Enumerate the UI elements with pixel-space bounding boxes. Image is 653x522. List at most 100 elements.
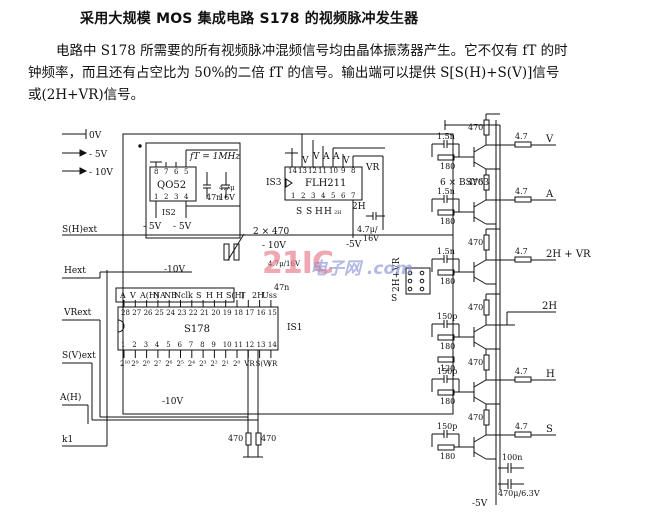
series-resistor-label: 4.7: [515, 132, 528, 141]
transistor-emitter: [473, 341, 487, 350]
is3-top-label: A: [322, 152, 330, 162]
is3-pin: 11: [318, 167, 327, 175]
output-supply: -5V: [472, 499, 488, 509]
is1-pin-bottom: 7: [189, 341, 193, 349]
is1-bottom-label: 2⁵: [177, 360, 184, 368]
output-label: A: [545, 189, 554, 200]
is1-pin-top: 26: [144, 309, 153, 317]
collector-resistor-label: 470: [468, 178, 483, 187]
is1-top-label: A: [119, 291, 126, 300]
is2-supply-right: - 5V: [173, 222, 192, 232]
is1-cap-b: 47n: [274, 283, 289, 292]
input-sv-ext: S(V)ext: [62, 350, 96, 361]
is3-top-label: V: [312, 152, 320, 162]
is3-pin: 13: [298, 167, 307, 175]
is1-pin-bottom: 10: [223, 341, 232, 349]
is1-pin-bottom: 5: [166, 341, 170, 349]
is2-cap2-voltage: 16V: [219, 193, 235, 202]
base-resistor: [437, 444, 455, 451]
transistor-collector: [473, 324, 487, 333]
is3-supply: -5V: [346, 240, 362, 250]
transistor-collector: [473, 379, 487, 388]
switch-label-top: 2H+VR: [392, 257, 402, 292]
is1-pin-top: 25: [155, 309, 164, 317]
is1-pin-top: 16: [257, 309, 266, 317]
board-frame: [122, 133, 454, 415]
transistor-collector: [473, 199, 487, 208]
is1-pin-bottom: 9: [211, 341, 215, 349]
collector-resistor-label: 470: [468, 303, 483, 312]
is1-label: IS1: [287, 323, 302, 333]
cap-100n: 100n: [502, 453, 522, 462]
collector-resistor: [483, 234, 490, 251]
is3-pin: 7: [351, 192, 355, 200]
is1-bottom-label: 2¹: [222, 360, 229, 368]
is3-pin: 8: [351, 167, 355, 175]
is1-pin-top: 23: [178, 309, 187, 317]
is3-pin: 5: [331, 192, 335, 200]
base-resistor: [437, 334, 455, 341]
is1-pin-bottom: 13: [257, 341, 266, 349]
transistor-type: 6 × BSY63: [440, 178, 489, 188]
supply-legend: 0V - 5V - 10V: [62, 129, 113, 178]
is3-pin: 2: [301, 192, 305, 200]
is2-supply-left: - 5V: [143, 222, 162, 232]
is1-bottom-label: S(V): [256, 360, 272, 368]
base-resistor: [437, 389, 455, 396]
extra-resistor-label: 120: [440, 364, 455, 373]
collector-resistor-label: 470: [468, 123, 483, 132]
is1-bottom-label: 2⁷: [154, 360, 161, 368]
base-cap-label: 1.5n: [437, 247, 455, 256]
is1-pin-top: 24: [166, 309, 175, 317]
is2-pin: 4: [184, 193, 189, 201]
input-signals: S(H)ext Hext VRext S(V)ext A(H) k1: [59, 224, 453, 447]
is1-pin-bottom: 8: [200, 341, 204, 349]
description: 电路中 S178 所需要的所有视频脉冲混频信号均由晶体振荡器产生。它不仅有 fT…: [28, 40, 628, 106]
base-cap-label: 1.5n: [437, 187, 455, 196]
is1-pin-bottom: 2: [132, 341, 136, 349]
is1-top-label: A(H): [139, 291, 159, 300]
legend-minus10v: - 10V: [89, 168, 113, 178]
output-label: S: [546, 424, 553, 435]
is1-pin-top: 27: [132, 309, 141, 317]
base-cap-label: 1.5n: [437, 132, 455, 141]
is3-bottom-label: S: [296, 207, 302, 217]
is2-pin: 2: [164, 193, 168, 201]
is1-top-label: Nclk: [174, 291, 193, 300]
is1-pin-top: 28: [121, 309, 130, 317]
is3-pin: 1: [291, 192, 295, 200]
base-resistor-label: 180: [440, 162, 455, 171]
is1-pin-top: 22: [189, 309, 198, 317]
is1-s178: S178 IS1 -10V -10V 2 × 470 - 10V 4.7μ/16…: [117, 227, 302, 458]
is3-chip-name: FLH211: [305, 178, 346, 189]
is1-bottom-label: 2²: [210, 360, 217, 368]
is3-cap-voltage: 16V: [363, 234, 379, 243]
input-vr-ext: VRext: [63, 308, 92, 318]
is1-neg10v: - 10V: [262, 241, 286, 251]
base-resistor: [437, 209, 455, 216]
is1-top-label: H: [216, 291, 223, 300]
base-resistor-label: 180: [440, 277, 455, 286]
is3-bottom-label: 2H: [334, 210, 342, 216]
is1-bottom-label: 2⁰: [233, 360, 240, 368]
collector-resistor: [483, 409, 490, 426]
is3-pin: 3: [311, 192, 315, 200]
is1-top-label: Uss: [262, 291, 277, 300]
is1-pin-top: 18: [234, 309, 243, 317]
is2-pin: 7: [164, 168, 168, 176]
output-label: 2H + VR: [546, 249, 591, 260]
is1-top-label: NA: [153, 291, 166, 300]
is1-pin-top: 15: [268, 309, 277, 317]
is1-pin-top: 20: [211, 309, 220, 317]
is1-pin-labels: 2812¹⁰2722⁹2632⁸2542⁷2452⁶2362⁵2272⁴2182…: [115, 287, 278, 368]
collector-resistor-label: 470: [468, 413, 483, 422]
base-resistor-label: 180: [440, 217, 455, 226]
series-resistor: [514, 376, 532, 383]
description-line-2: 钟频率，而且还有占空比为 50%的二倍 fT 的信号。输出端可以提供 S[S(H…: [28, 65, 560, 81]
is1-top-label: S(H): [226, 291, 245, 300]
collector-resistor: [483, 299, 490, 316]
collector-resistor-label: 470: [468, 358, 483, 367]
is1-bottom-label: 2⁶: [165, 360, 172, 368]
